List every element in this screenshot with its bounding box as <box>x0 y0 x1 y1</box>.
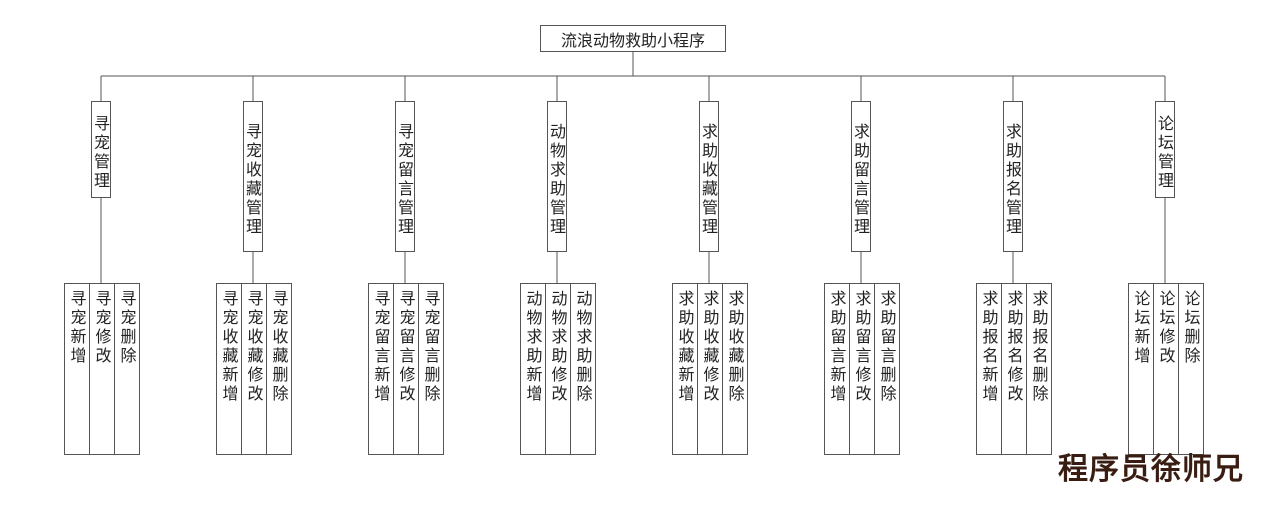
function-node-label: 寻宠留言新增 <box>371 290 391 404</box>
function-node: 寻宠留言删除 <box>417 283 444 455</box>
function-node: 求助报名修改 <box>1000 283 1027 455</box>
function-node-label: 寻宠留言删除 <box>421 290 441 404</box>
function-node: 寻宠删除 <box>113 283 140 455</box>
function-node-label: 求助留言修改 <box>852 290 872 404</box>
function-node: 论坛删除 <box>1177 283 1204 455</box>
module-node: 寻宠留言管理 <box>395 101 415 252</box>
function-node-label: 论坛新增 <box>1131 290 1151 366</box>
module-node: 论坛管理 <box>1155 101 1175 198</box>
module-node: 寻宠管理 <box>91 101 111 198</box>
function-node: 寻宠收藏删除 <box>265 283 292 455</box>
function-node: 动物求助修改 <box>544 283 571 455</box>
module-node-label: 寻宠留言管理 <box>395 122 414 237</box>
function-node: 论坛修改 <box>1152 283 1179 455</box>
module-node: 求助报名管理 <box>1003 101 1023 252</box>
function-node-label: 寻宠新增 <box>67 290 87 366</box>
function-node: 寻宠收藏新增 <box>215 283 242 455</box>
function-node: 求助收藏新增 <box>671 283 698 455</box>
function-node-label: 寻宠留言修改 <box>396 290 416 404</box>
root-node-label: 流浪动物救助小程序 <box>560 30 705 50</box>
function-node: 寻宠留言修改 <box>392 283 419 455</box>
function-node: 寻宠留言新增 <box>367 283 394 455</box>
function-node-label: 求助收藏修改 <box>700 290 720 404</box>
function-node: 求助报名新增 <box>975 283 1002 455</box>
module-node: 求助收藏管理 <box>699 101 719 252</box>
root-node: 流浪动物救助小程序 <box>540 25 726 52</box>
function-node-label: 求助报名删除 <box>1029 290 1049 404</box>
module-node-label: 求助留言管理 <box>851 122 870 237</box>
function-node: 求助留言新增 <box>823 283 850 455</box>
function-node-label: 寻宠删除 <box>117 290 137 366</box>
function-node: 求助留言修改 <box>848 283 875 455</box>
function-node: 求助报名删除 <box>1025 283 1052 455</box>
function-node-label: 寻宠收藏新增 <box>219 290 239 404</box>
module-node-label: 动物求助管理 <box>547 122 566 237</box>
module-node: 动物求助管理 <box>547 101 567 252</box>
function-node: 论坛新增 <box>1127 283 1154 455</box>
function-node-label: 求助报名修改 <box>1004 290 1024 404</box>
module-node: 寻宠收藏管理 <box>243 101 263 252</box>
function-node: 寻宠修改 <box>88 283 115 455</box>
function-node-label: 求助留言删除 <box>877 290 897 404</box>
function-node-label: 求助收藏新增 <box>675 290 695 404</box>
module-node-label: 求助报名管理 <box>1003 122 1022 237</box>
module-node: 求助留言管理 <box>851 101 871 252</box>
function-node: 寻宠新增 <box>63 283 90 455</box>
module-node-label: 寻宠收藏管理 <box>243 122 262 237</box>
function-node: 动物求助新增 <box>519 283 546 455</box>
function-node: 求助收藏删除 <box>721 283 748 455</box>
function-node: 寻宠收藏修改 <box>240 283 267 455</box>
function-node: 求助留言删除 <box>873 283 900 455</box>
watermark: 程序员徐师兄 <box>1058 452 1244 487</box>
function-node-label: 求助报名新增 <box>979 290 999 404</box>
function-node-label: 动物求助修改 <box>548 290 568 404</box>
module-node-label: 求助收藏管理 <box>699 122 718 237</box>
function-node-label: 动物求助删除 <box>573 290 593 404</box>
function-node-label: 求助收藏删除 <box>725 290 745 404</box>
function-node-label: 寻宠收藏删除 <box>269 290 289 404</box>
function-node-label: 寻宠收藏修改 <box>244 290 264 404</box>
module-node-label: 寻宠管理 <box>91 114 110 191</box>
function-node-label: 动物求助新增 <box>523 290 543 404</box>
function-node-label: 求助留言新增 <box>827 290 847 404</box>
function-node: 求助收藏修改 <box>696 283 723 455</box>
module-node-label: 论坛管理 <box>1155 114 1174 191</box>
function-node-label: 论坛删除 <box>1181 290 1201 366</box>
function-node: 动物求助删除 <box>569 283 596 455</box>
function-node-label: 寻宠修改 <box>92 290 112 366</box>
function-node-label: 论坛修改 <box>1156 290 1176 366</box>
